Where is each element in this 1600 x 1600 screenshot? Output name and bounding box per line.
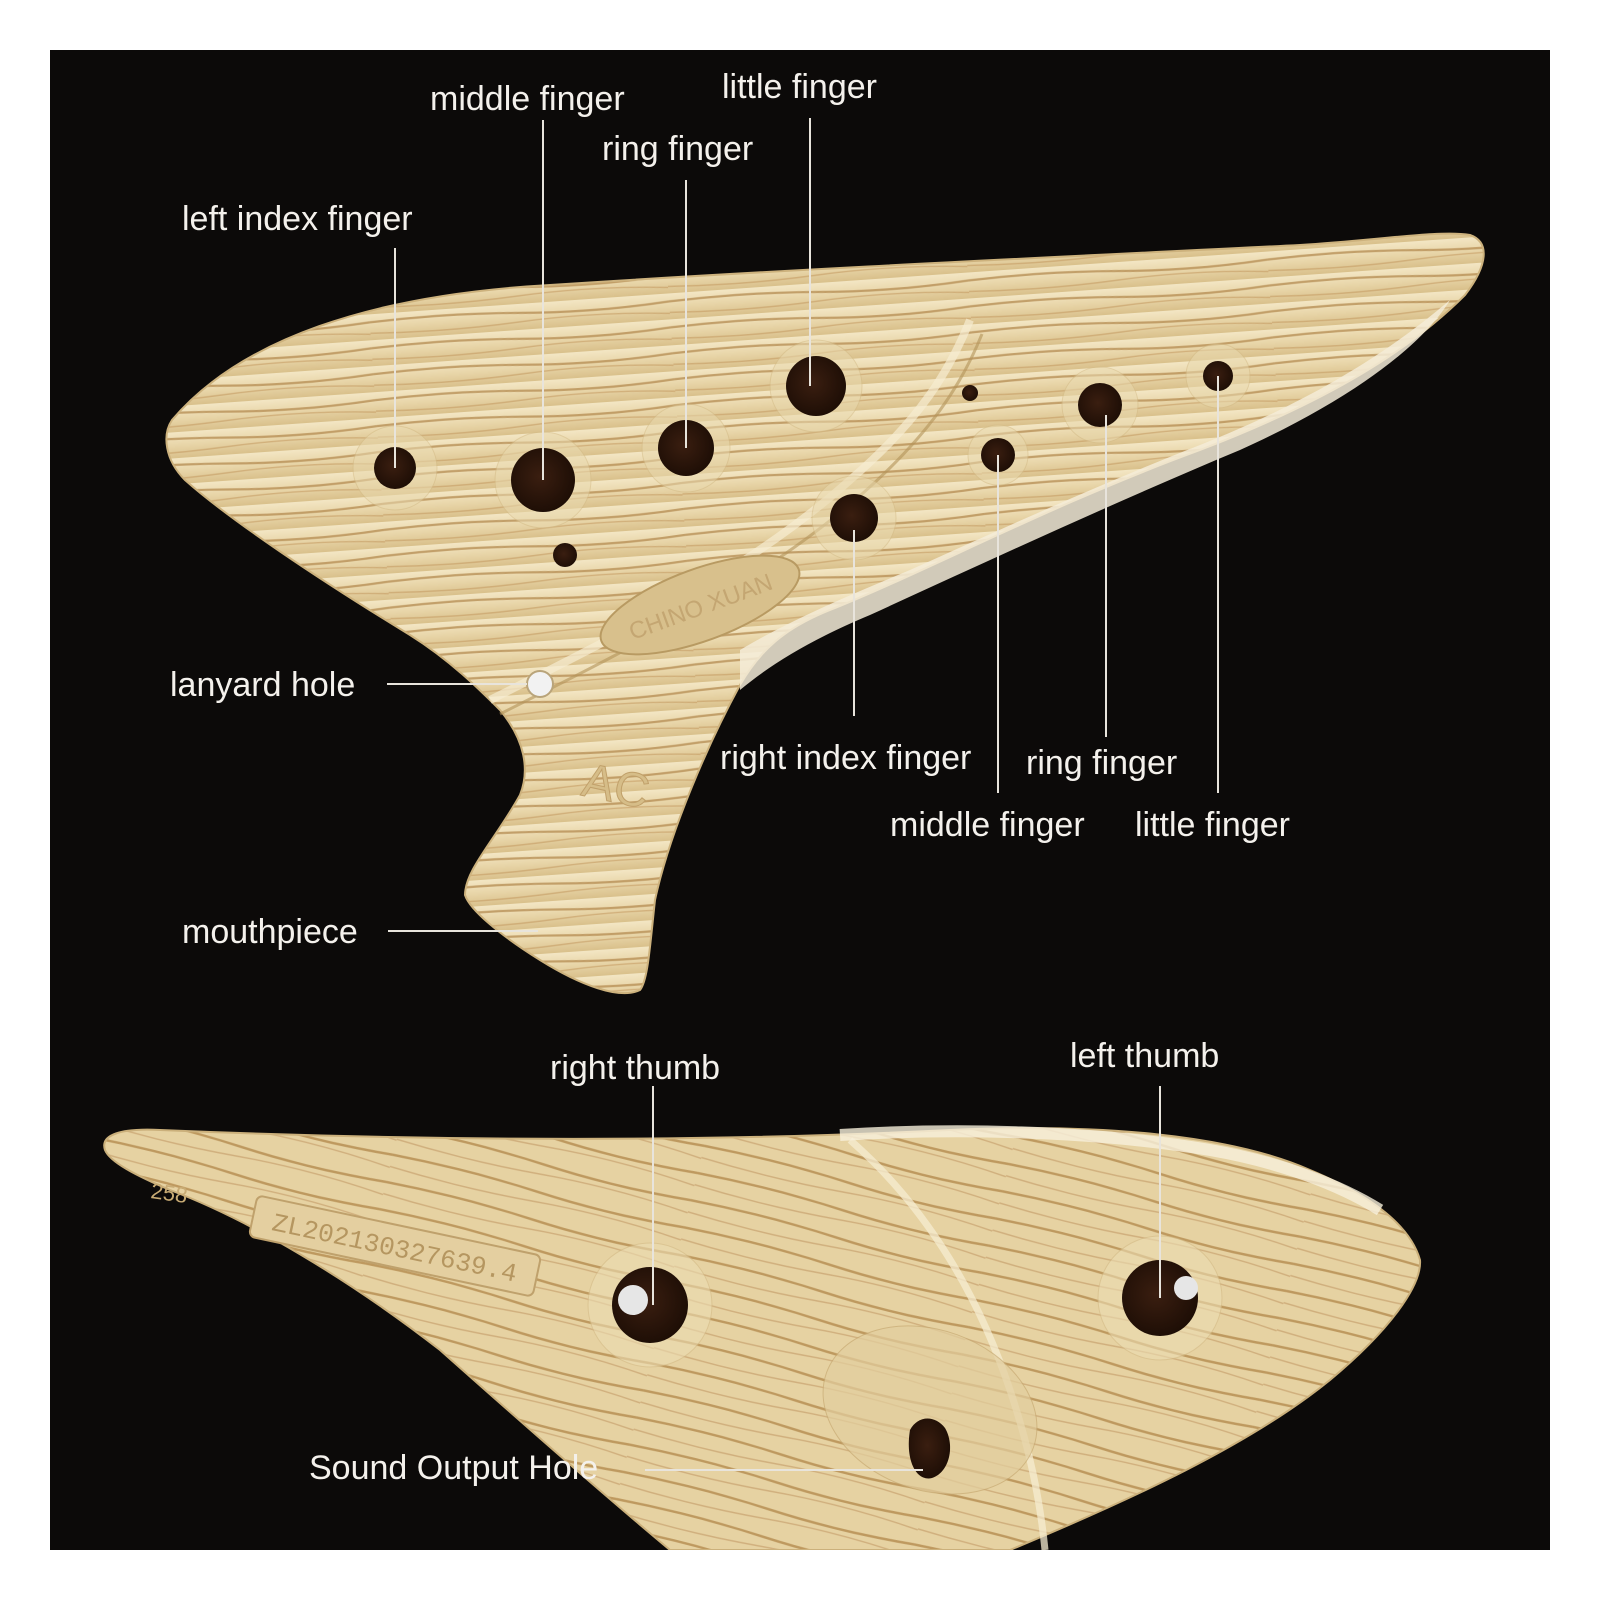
top-ocarina-underside <box>740 300 1450 690</box>
label-right-ring-finger: ring finger <box>1026 744 1178 782</box>
patent-plate <box>248 1195 542 1297</box>
label-right-little-finger: little finger <box>1135 806 1290 844</box>
right-small-sub-hole <box>962 385 978 401</box>
right-index-finger-hole <box>811 475 897 561</box>
number-embossed-text: 258 <box>149 1178 189 1208</box>
label-left-ring-finger: ring finger <box>602 130 754 168</box>
label-sound-output-hole: Sound Output Hole <box>309 1449 599 1487</box>
leader-lines <box>387 118 1219 1471</box>
label-left-middle-finger: middle finger <box>430 80 625 118</box>
lanyard-hole <box>526 670 554 698</box>
bottom-ocarina-top-edge <box>839 1125 1384 1216</box>
brand-plate <box>599 554 801 656</box>
sound-output-hole <box>822 1325 1038 1495</box>
right-ring-finger-hole <box>1061 366 1139 444</box>
right-thumb-hole <box>587 1242 713 1368</box>
left-middle-sub-hole <box>553 543 577 567</box>
label-right-middle-finger: middle finger <box>890 806 1085 844</box>
bottom-ocarina-body <box>103 1127 1422 1550</box>
label-left-thumb: left thumb <box>1070 1037 1220 1075</box>
label-left-index-finger: left index finger <box>182 200 413 238</box>
label-lanyard-hole: lanyard hole <box>170 666 356 704</box>
bottom-ocarina: ZL202130327639.4 258 <box>103 1125 1422 1550</box>
label-right-thumb: right thumb <box>550 1049 721 1087</box>
label-right-index-finger: right index finger <box>720 739 972 777</box>
label-left-little-finger: little finger <box>722 68 877 106</box>
diagram-frame: CHINO XUAN AC <box>50 50 1550 1550</box>
left-little-finger-hole <box>769 339 863 433</box>
top-ocarina: CHINO XUAN AC <box>165 232 1485 995</box>
label-mouthpiece: mouthpiece <box>182 913 358 951</box>
ocarina-illustration: CHINO XUAN AC <box>103 118 1485 1550</box>
